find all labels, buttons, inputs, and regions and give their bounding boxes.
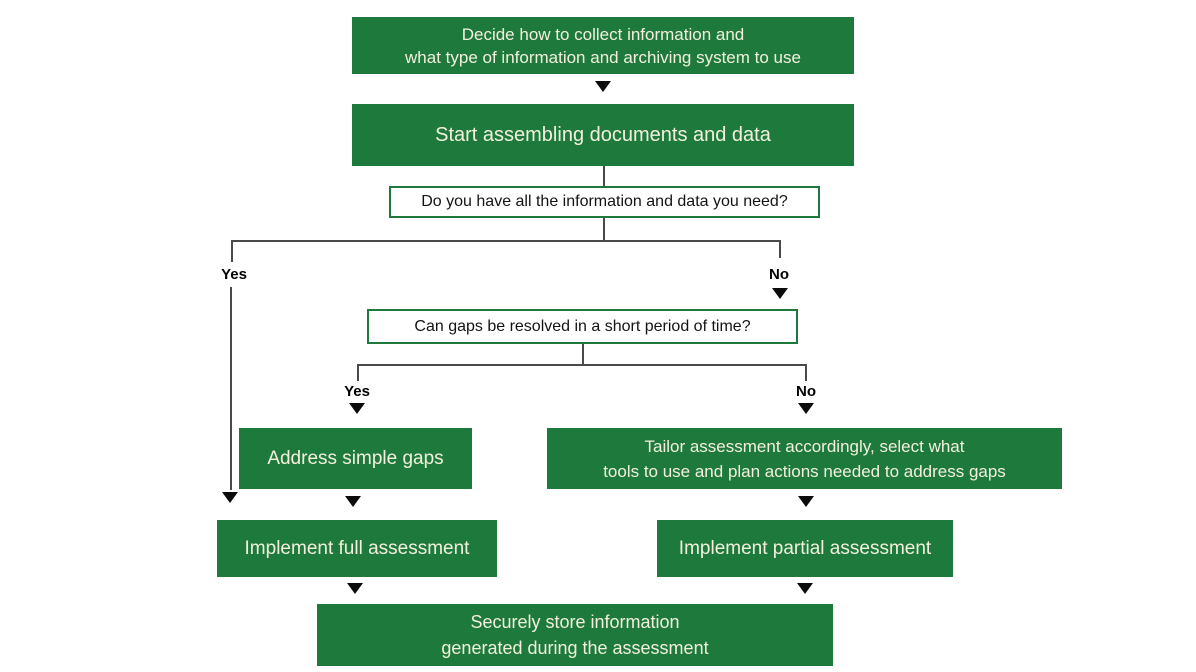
node-start-label: Start assembling documents and data [435,123,771,146]
arrow-tailor-to-partial-icon [798,496,814,507]
node-tailor-assessment: Tailor assessment accordingly, select wh… [547,428,1062,489]
node-store-line2: generated during the assessment [441,638,709,658]
node-address-gaps: Address simple gaps [239,428,472,489]
connector-start-to-qinfo [603,166,605,186]
branch-qgaps-horizontal [357,364,807,366]
node-question-info-label: Do you have all the information and data… [421,193,788,210]
node-start-assembling: Start assembling documents and data [352,104,854,166]
node-store-information: Securely store information generated dur… [317,604,833,666]
label-qinfo-no: No [769,266,789,283]
node-decide-collection: Decide how to collect information and wh… [352,17,854,74]
node-partial-assessment: Implement partial assessment [657,520,953,577]
node-store-line1: Securely store information [470,612,680,632]
arrow-address-to-full-icon [345,496,361,507]
node-decide-line2: what type of information and archiving s… [405,47,801,67]
arrow-partial-to-store-icon [797,583,813,594]
arrow-full-to-store-icon [347,583,363,594]
connector-qinfo-stem [603,218,605,241]
node-full-assessment-label: Implement full assessment [244,537,470,559]
arrow-decide-to-start-icon [595,81,611,92]
branch-qgaps-yes-drop [357,364,359,381]
label-qgaps-no: No [796,383,816,400]
node-partial-assessment-label: Implement partial assessment [678,537,932,559]
arrow-qgaps-no-icon [798,403,814,414]
arrow-qinfo-yes-icon [222,492,238,503]
branch-qinfo-no-drop [779,240,781,258]
branch-qinfo-yes-drop [231,240,233,262]
label-qinfo-yes: Yes [221,266,247,283]
connector-qinfo-yes-long [230,287,232,490]
node-question-gaps-label: Can gaps be resolved in a short period o… [414,317,751,335]
branch-qinfo-horizontal [231,240,781,242]
node-question-gaps: Can gaps be resolved in a short period o… [367,309,798,344]
node-tailor-line1: Tailor assessment accordingly, select wh… [644,436,965,456]
branch-qgaps-no-drop [805,364,807,381]
node-tailor-line2: tools to use and plan actions needed to … [603,461,1006,481]
node-question-info: Do you have all the information and data… [389,186,820,218]
arrow-qgaps-yes-icon [349,403,365,414]
node-full-assessment: Implement full assessment [217,520,497,577]
node-decide-line1: Decide how to collect information and [461,24,745,44]
connector-qgaps-stem [582,344,584,365]
node-address-gaps-label: Address simple gaps [267,447,444,469]
label-qgaps-yes: Yes [344,383,370,400]
arrow-qinfo-no-icon [772,288,788,299]
